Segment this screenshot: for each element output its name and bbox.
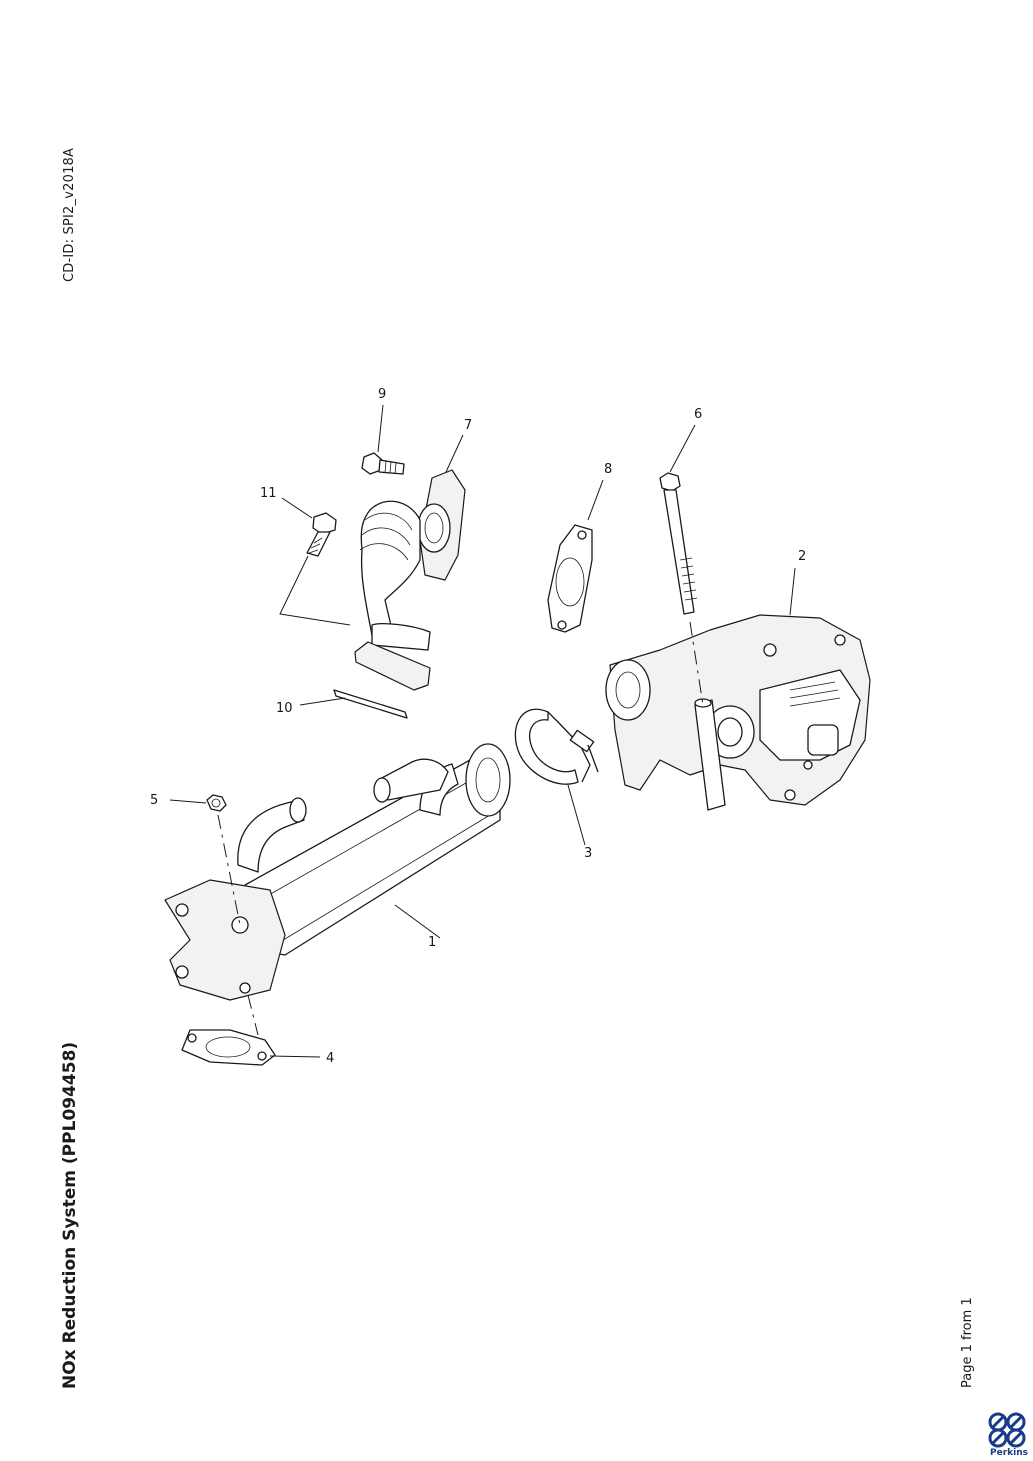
callout-7: 7 [464,418,472,433]
gasket-upper [547,524,593,633]
egr-valve [605,614,871,811]
perkins-wordmark: Perkins [990,1448,1028,1458]
bolt-9 [361,452,405,475]
callout-9: 9 [378,387,386,402]
callout-leaders [169,404,796,1058]
callout-4: 4 [326,1051,334,1066]
callout-6: 6 [694,407,702,422]
callout-11: 11 [260,486,277,501]
egr-cooler [164,743,511,1001]
gasket-thin [333,689,408,719]
assembly-line [247,994,259,1036]
callout-1: 1 [428,935,436,950]
egr-pipe [354,469,466,691]
callout-5: 5 [150,793,158,808]
callout-10: 10 [276,701,293,716]
gasket-lower [181,1029,276,1066]
assembly-line [279,555,351,626]
clamp [514,708,599,785]
nut [206,794,227,812]
callout-8: 8 [604,462,612,477]
long-bolt [659,472,698,615]
assembly-line [217,814,241,926]
assembly-line [689,621,704,706]
callout-2: 2 [798,549,806,564]
perkins-logo-icon [988,1412,1026,1448]
bolt-11 [306,512,337,557]
callout-3: 3 [584,846,592,861]
